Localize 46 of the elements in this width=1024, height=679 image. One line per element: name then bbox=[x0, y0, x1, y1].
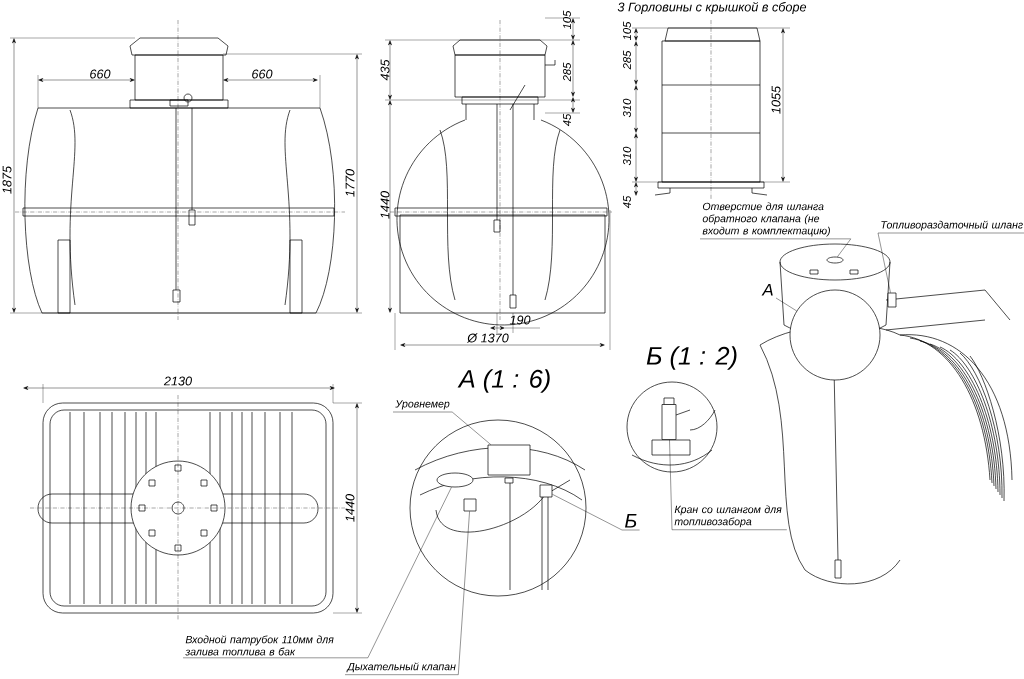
callout-text: А bbox=[761, 284, 773, 296]
dimension-text: 190 bbox=[509, 315, 531, 325]
callout-text: Дыхательный клапан bbox=[346, 662, 456, 673]
leader-line bbox=[699, 238, 852, 257]
inlet-pipe bbox=[436, 472, 474, 488]
leader-line bbox=[669, 439, 788, 530]
callout-text: Топливораздаточный шланг bbox=[881, 220, 1023, 231]
hole-mark bbox=[826, 256, 844, 264]
dimension-text: 310 bbox=[623, 146, 631, 166]
dimension-text: 2130 bbox=[163, 376, 192, 386]
leader-line bbox=[775, 297, 797, 312]
dimension-text: 1770 bbox=[345, 169, 355, 197]
dimension-text: Ø 1370 bbox=[466, 333, 509, 343]
dimension-text: 285 bbox=[563, 62, 571, 82]
dimension-text: 45 bbox=[563, 113, 571, 127]
valve bbox=[539, 484, 553, 498]
hose-end bbox=[887, 292, 897, 308]
dimension-text: 435 bbox=[380, 59, 390, 81]
dimension-text: 310 bbox=[623, 98, 631, 118]
leader-line bbox=[877, 232, 1024, 293]
level-gauge bbox=[487, 444, 531, 476]
breather-valve bbox=[463, 498, 477, 512]
dimension-text: 105 bbox=[563, 10, 571, 30]
dimension-text: 285 bbox=[623, 50, 631, 70]
leader-line bbox=[552, 494, 640, 531]
dimension-text: 1440 bbox=[380, 191, 390, 219]
callout-text: Уровнемер bbox=[395, 400, 450, 410]
dimension-text: 1440 bbox=[345, 494, 355, 522]
dimension-text: 660 bbox=[90, 69, 111, 79]
callout-text: Отверстие для шланга обратного клапана (не входит в комплектацию) bbox=[702, 202, 830, 237]
leader-line bbox=[392, 411, 492, 445]
dimension-text: 1875 bbox=[2, 165, 12, 194]
callout-text: Б bbox=[625, 514, 637, 528]
dimension-text: 660 bbox=[252, 69, 273, 79]
view-title: 3 Горловины с крышкой в сборе bbox=[617, 2, 807, 14]
leader-line bbox=[182, 487, 452, 659]
dimension-text: 1055 bbox=[771, 85, 781, 114]
view-title: Б (1 : 2) bbox=[646, 346, 737, 370]
dimension-text: 45 bbox=[623, 195, 631, 209]
callout-text: Кран со шлангом для топливозабора bbox=[674, 505, 782, 528]
leader-line bbox=[344, 511, 470, 675]
view-title: А (1 : 6) bbox=[457, 369, 550, 393]
tap bbox=[661, 404, 677, 440]
callout-text: Входной патрубок 110мм для залива топлива в бак bbox=[185, 635, 334, 656]
detail-circle bbox=[789, 289, 881, 381]
dimension-text: 105 bbox=[623, 21, 631, 41]
